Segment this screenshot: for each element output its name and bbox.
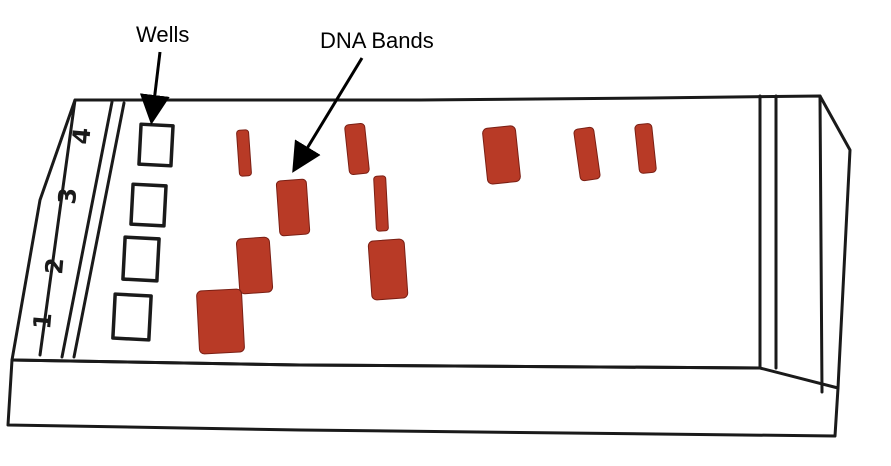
dna-band bbox=[344, 122, 370, 176]
wells-label: Wells bbox=[136, 22, 189, 47]
right-end-plate bbox=[758, 94, 824, 394]
wells-group bbox=[111, 122, 175, 342]
well-3 bbox=[129, 182, 168, 228]
well-2 bbox=[121, 235, 161, 283]
dna-bands-label: DNA Bands bbox=[320, 28, 434, 53]
dna-band bbox=[367, 238, 409, 301]
gel-top-surface bbox=[10, 94, 852, 390]
dna-band bbox=[275, 178, 311, 237]
gel-front-edge bbox=[10, 358, 762, 370]
dna-band bbox=[482, 125, 521, 185]
dna-band bbox=[373, 175, 389, 232]
comb-strip bbox=[38, 98, 126, 359]
gel-tray bbox=[6, 94, 852, 438]
lane-number-4: 4 bbox=[67, 126, 96, 145]
gel-front-face bbox=[6, 358, 840, 438]
dna-bands-arrow bbox=[292, 57, 364, 173]
lane-number-1: 1 bbox=[28, 311, 57, 330]
lane-number-2: 2 bbox=[40, 256, 69, 275]
lane-number-3: 3 bbox=[53, 186, 82, 205]
dna-band bbox=[573, 126, 601, 182]
well-4 bbox=[137, 122, 175, 168]
well-1 bbox=[111, 292, 153, 342]
dna-bands-group bbox=[196, 122, 657, 355]
dna-band bbox=[196, 288, 245, 355]
wells-arrow bbox=[139, 51, 170, 125]
dna-band bbox=[634, 123, 657, 174]
dna-band bbox=[236, 129, 252, 177]
dna-band bbox=[235, 236, 274, 295]
